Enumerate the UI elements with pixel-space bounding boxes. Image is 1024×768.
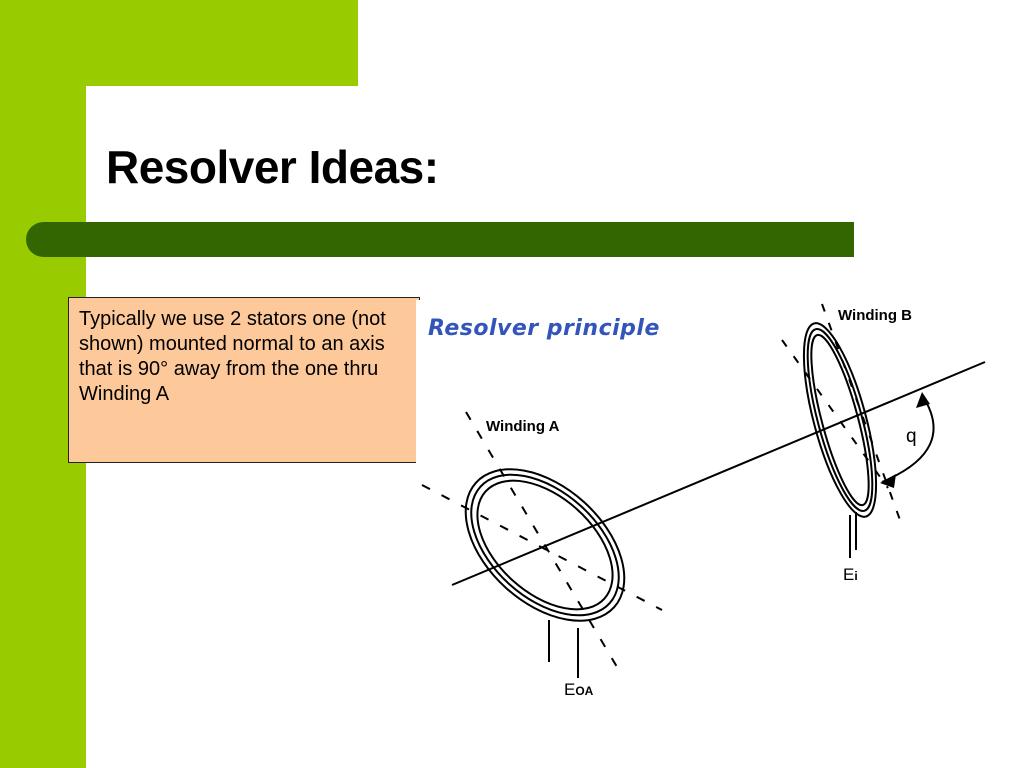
title-underline-bar <box>26 222 854 257</box>
diagram-background <box>416 300 1000 704</box>
diagram-heading: Resolver principle <box>428 316 660 341</box>
winding-b-coil <box>802 322 878 518</box>
angle-arc <box>881 394 935 483</box>
top-accent-block <box>0 0 358 86</box>
angle-label: q <box>906 426 917 447</box>
winding-b-leads <box>849 512 857 558</box>
winding-a-label: Winding A <box>486 418 560 435</box>
angle-arrowhead-bottom <box>880 474 896 488</box>
callout-box: Typically we use 2 stators one (not show… <box>68 297 420 463</box>
slide-title: Resolver Ideas: <box>106 141 439 193</box>
output-a-sub: OA <box>575 684 594 698</box>
output-b-main: E <box>843 565 855 584</box>
output-a-main: E <box>564 680 576 699</box>
winding-a-coil <box>464 468 626 622</box>
winding-b-label: Winding B <box>838 307 913 324</box>
output-a-label: EOA <box>564 680 593 700</box>
winding-a-leads <box>548 620 579 678</box>
winding-a-axes <box>421 411 663 673</box>
angle-arrowhead-top <box>916 392 930 408</box>
output-b-label: Ei <box>843 565 858 585</box>
resolver-diagram <box>416 300 1000 704</box>
output-b-sub: i <box>854 569 858 583</box>
